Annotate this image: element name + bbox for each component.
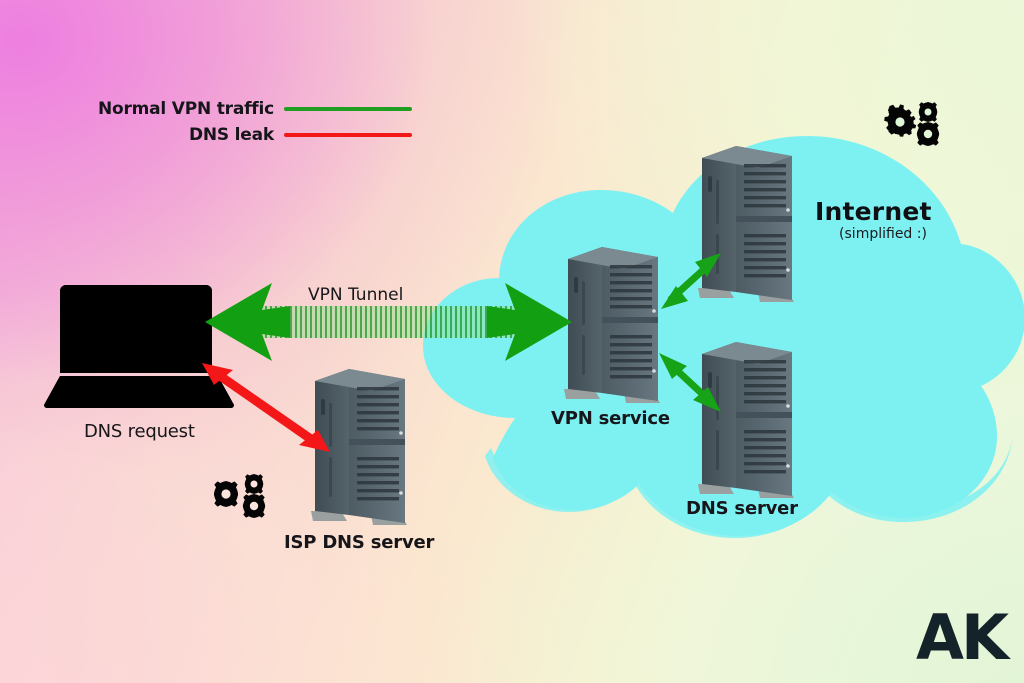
dns-server: [692, 338, 802, 507]
dns-request-label: DNS request: [84, 421, 195, 442]
vpn-tunnel-label: VPN Tunnel: [308, 285, 404, 305]
vpn-tunnel-band: [255, 306, 545, 338]
vpn-service-server: [558, 243, 668, 412]
ak-watermark: AK: [915, 601, 1009, 674]
legend-label-dns-leak: DNS leak: [188, 125, 274, 145]
isp-dns-server-label: ISP DNS server: [284, 532, 435, 553]
dns-server-label: DNS server: [686, 498, 798, 519]
isp-dns-server: [305, 365, 415, 534]
vpn-service-label: VPN service: [551, 408, 670, 429]
internet-title: Internet: [815, 197, 932, 226]
internet-server: [692, 142, 802, 311]
legend: Normal VPN traffic DNS leak: [62, 96, 412, 148]
legend-swatch-normal-vpn-traffic: [284, 107, 412, 111]
legend-swatch-dns-leak: [284, 133, 412, 137]
internet-subtitle: (simplified :): [839, 226, 927, 242]
client-laptop: [42, 283, 242, 415]
legend-item-normal-vpn-traffic: Normal VPN traffic: [62, 96, 412, 122]
legend-item-dns-leak: DNS leak: [62, 122, 412, 148]
gears-icon-left: [210, 462, 282, 528]
gears-icon-top-right: [884, 90, 956, 156]
legend-label-normal-vpn-traffic: Normal VPN traffic: [97, 99, 274, 119]
